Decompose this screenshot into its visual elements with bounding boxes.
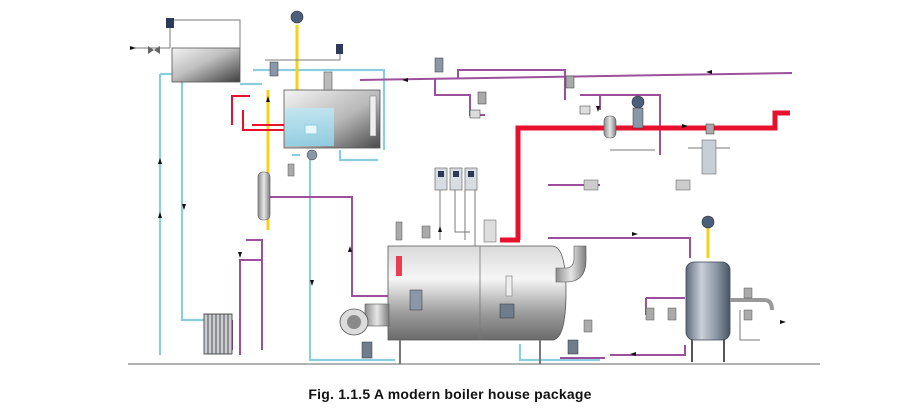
valve-icon <box>705 123 715 135</box>
gauge-icon <box>336 44 343 54</box>
pump-icon <box>361 341 373 359</box>
figure-caption: Fig. 1.1.5 A modern boiler house package <box>308 386 592 402</box>
tds-control-valve <box>499 303 515 319</box>
burner <box>364 303 390 327</box>
flow-arrow-icon <box>266 96 270 102</box>
feed-check-valve <box>409 289 423 311</box>
heat-exchanger <box>203 313 233 355</box>
deaerator-head <box>323 71 333 91</box>
boiler-stop-valve <box>483 219 497 243</box>
calorifier-vessel <box>685 261 731 341</box>
pump-icon <box>306 149 318 161</box>
boiler-level-probe <box>505 275 513 297</box>
flow-arrow-icon <box>158 212 162 218</box>
gauge-icon <box>675 179 691 191</box>
flow-arrow-icon <box>402 78 408 82</box>
steam-separator <box>603 115 617 139</box>
steam-trap-icon <box>645 307 655 321</box>
steam-trap-icon <box>565 75 575 89</box>
heat-exchanger-plates <box>207 314 229 354</box>
flow-arrow-icon <box>632 232 638 236</box>
flow-arrow-icon <box>348 246 352 252</box>
control-valve-icon <box>701 215 715 229</box>
condensate-pipes <box>231 69 793 359</box>
flow-arrow-icon <box>130 46 136 50</box>
boiler-level-glass <box>396 256 402 276</box>
gauge-icon <box>166 18 174 28</box>
valve-icon <box>148 46 160 54</box>
flow-arrow-icon <box>596 106 600 112</box>
control-valve-icon <box>434 57 444 73</box>
flow-arrow-icon <box>310 280 314 286</box>
flue-outlet <box>555 245 587 283</box>
gauge-icon <box>579 105 591 115</box>
feedtank-sparge-pipe <box>304 124 318 135</box>
steam-trap-icon <box>477 91 487 105</box>
flow-arrow-icon <box>630 352 636 356</box>
pressure-reducing-station <box>701 139 717 175</box>
calorifier-outlet-pipe <box>730 298 774 311</box>
safety-valve-icon <box>395 221 403 241</box>
controller-2-display <box>453 171 459 177</box>
steam-trap-icon <box>287 163 295 177</box>
blowdown-vessel <box>171 47 241 83</box>
level-probe <box>369 95 377 137</box>
flow-arrow-icon <box>706 70 712 74</box>
feed-vessel-vertical <box>257 171 271 221</box>
valve-icon <box>567 339 579 355</box>
valve-icon <box>743 287 753 299</box>
gauge-icon <box>469 109 481 119</box>
control-valve-icon <box>632 107 644 129</box>
control-valve-icon <box>269 61 279 77</box>
calorifier-legs <box>691 340 725 362</box>
steam-trap-icon <box>583 319 593 333</box>
flow-arrow-icon <box>780 320 786 324</box>
flow-arrow-icon <box>158 158 162 164</box>
steam-trap-icon <box>667 307 677 321</box>
control-valve-icon <box>631 95 645 109</box>
controller-1-display <box>438 171 444 177</box>
steam-pipes <box>500 110 790 243</box>
fittings <box>148 10 753 359</box>
control-valve-icon <box>290 10 304 24</box>
controller-3-display <box>468 171 474 177</box>
control-panel-group <box>434 167 478 191</box>
valve-icon <box>421 225 431 239</box>
valve-icon <box>743 309 753 321</box>
flow-arrows <box>130 46 786 356</box>
flow-arrow-icon <box>682 124 688 128</box>
flow-arrow-icon <box>238 252 242 258</box>
boiler-legs <box>399 340 541 364</box>
flow-arrow-icon <box>438 226 442 232</box>
burner-fan-inlet <box>347 315 361 329</box>
gauge-icon <box>583 179 599 191</box>
boiler-shell <box>387 245 567 341</box>
flow-arrow-icon <box>182 204 186 210</box>
